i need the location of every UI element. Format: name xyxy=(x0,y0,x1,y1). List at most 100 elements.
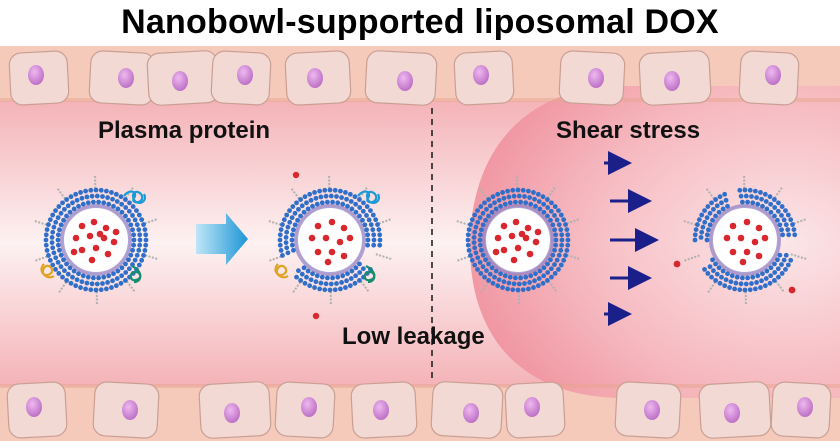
endothelial-cell xyxy=(92,381,160,439)
cell-nucleus xyxy=(463,403,479,423)
drug-molecule xyxy=(346,234,354,242)
cell-nucleus xyxy=(765,65,781,85)
drug-molecule xyxy=(508,232,516,240)
drug-molecule xyxy=(723,234,731,242)
drug-molecule xyxy=(322,234,330,242)
drug-molecule xyxy=(751,238,759,246)
cell-nucleus xyxy=(397,71,413,91)
drug-molecule xyxy=(86,232,94,240)
drug-molecule xyxy=(755,252,763,260)
drug-molecule xyxy=(500,222,508,230)
drug-molecule xyxy=(494,234,502,242)
drug-molecule xyxy=(336,238,344,246)
drug-molecule xyxy=(88,256,96,264)
low-leakage-label: Low leakage xyxy=(342,323,485,350)
cell-nucleus xyxy=(664,71,680,91)
cell-nucleus xyxy=(724,403,740,423)
drug-molecule xyxy=(314,248,322,256)
drug-molecule xyxy=(512,218,520,226)
endothelial-cell xyxy=(210,50,272,106)
endothelial-cell xyxy=(88,50,156,106)
cell-nucleus xyxy=(122,400,138,420)
drug-molecule xyxy=(510,256,518,264)
released-drug-dots xyxy=(292,171,796,320)
liposome-under-shear xyxy=(683,175,807,305)
endothelial-cell xyxy=(430,381,504,439)
drug-molecule xyxy=(534,228,542,236)
cell-nucleus xyxy=(588,68,604,88)
drug-molecule xyxy=(737,234,745,242)
drug-molecule xyxy=(314,222,322,230)
cell-nucleus xyxy=(172,71,188,91)
drug-dot xyxy=(673,260,681,268)
endothelial-cell xyxy=(198,381,272,439)
plasma-protein xyxy=(363,265,376,284)
drug-molecule xyxy=(761,234,769,242)
drug-molecule xyxy=(755,224,763,232)
drug-molecule xyxy=(90,218,98,226)
drug-molecule xyxy=(522,234,530,242)
cell-nucleus xyxy=(237,65,253,85)
drug-molecule xyxy=(78,222,86,230)
cell-nucleus xyxy=(26,397,42,417)
drug-molecule xyxy=(739,258,747,266)
drug-molecule xyxy=(70,248,78,256)
drug-molecule xyxy=(729,222,737,230)
drug-molecule xyxy=(328,248,336,256)
drug-molecule xyxy=(78,246,86,254)
endothelial-cell xyxy=(638,50,712,106)
cell-nucleus xyxy=(524,397,540,417)
cell-nucleus xyxy=(307,68,323,88)
drug-molecule xyxy=(328,218,336,226)
drug-molecule xyxy=(102,224,110,232)
drug-molecule xyxy=(72,234,80,242)
cell-nucleus xyxy=(644,400,660,420)
cell-nucleus xyxy=(373,400,389,420)
drug-molecule xyxy=(492,248,500,256)
endothelial-cell xyxy=(614,381,682,439)
endothelial-cell xyxy=(284,50,352,106)
cell-nucleus xyxy=(224,403,240,423)
liposome-with-proteins xyxy=(34,175,158,305)
shear-stress-label: Shear stress xyxy=(556,117,701,144)
endothelial-cell xyxy=(6,381,68,439)
endothelial-cell xyxy=(350,381,418,439)
drug-dot xyxy=(312,312,320,320)
drug-molecule xyxy=(532,238,540,246)
cell-nucleus xyxy=(473,65,489,85)
liposome-before-shear xyxy=(456,175,580,305)
figure-title: Nanobowl-supported liposomal DOX xyxy=(121,3,719,41)
endothelial-cell xyxy=(504,381,566,439)
endothelial-cell xyxy=(364,50,438,106)
drug-molecule xyxy=(524,224,532,232)
plasma-protein xyxy=(40,263,55,279)
plasma-protein-label: Plasma protein xyxy=(98,117,271,144)
plasma-protein xyxy=(357,190,380,204)
plasma-protein xyxy=(123,190,146,204)
cell-nucleus xyxy=(118,68,134,88)
drug-molecule xyxy=(514,244,522,252)
drug-molecule xyxy=(340,224,348,232)
drug-molecule xyxy=(340,252,348,260)
liposome-after-protein-exposure xyxy=(268,175,392,305)
drug-molecule xyxy=(324,258,332,266)
drug-molecule xyxy=(112,228,120,236)
endothelial-cells-bottom xyxy=(6,381,832,439)
endothelial-cell xyxy=(770,381,832,439)
drug-molecule xyxy=(518,230,526,238)
transition-arrow xyxy=(196,213,248,265)
flow-arrows xyxy=(604,151,659,326)
drug-molecule xyxy=(500,246,508,254)
drug-molecule xyxy=(104,250,112,258)
drug-molecule xyxy=(110,238,118,246)
drug-molecule xyxy=(92,244,100,252)
plasma-protein xyxy=(274,263,289,279)
drug-molecule xyxy=(743,248,751,256)
endothelial-cell xyxy=(274,381,336,439)
endothelial-cell xyxy=(698,381,772,439)
drug-dot xyxy=(292,171,300,179)
drug-molecule xyxy=(308,234,316,242)
drug-dot xyxy=(788,286,796,294)
cell-nucleus xyxy=(28,65,44,85)
endothelial-cell xyxy=(453,50,515,106)
